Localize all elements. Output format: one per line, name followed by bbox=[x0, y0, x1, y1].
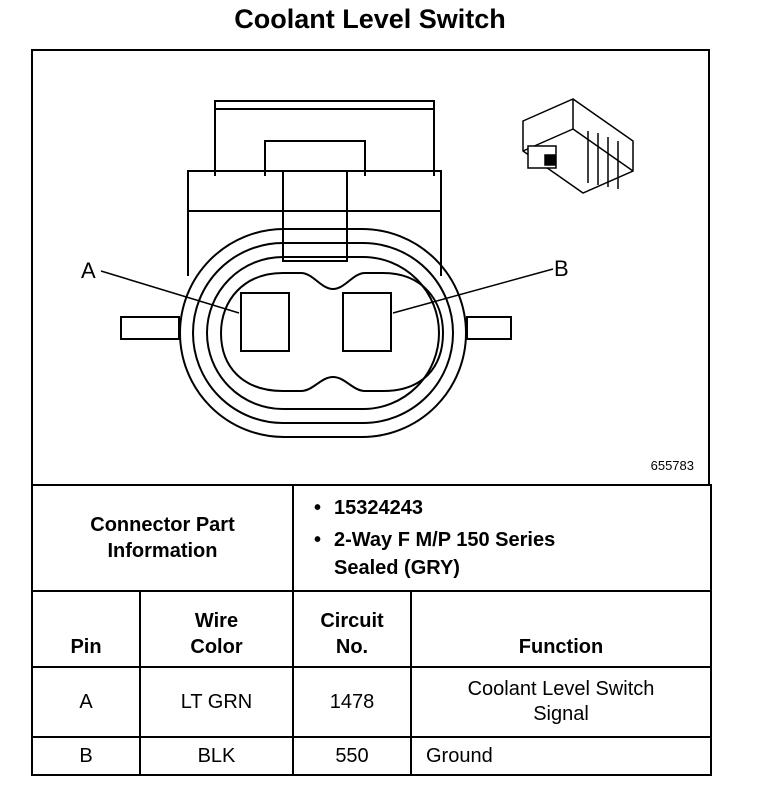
connector-part-values: 15324243 2-Way F M/P 150 Series Sealed (… bbox=[291, 484, 713, 592]
connector-face-drawing bbox=[100, 98, 634, 438]
pin-label-a: A bbox=[81, 258, 96, 283]
row-a-function-line1: Coolant Level Switch bbox=[467, 678, 655, 700]
cavity-outline bbox=[219, 272, 445, 392]
terminal-a bbox=[240, 292, 290, 352]
leader-line-a bbox=[100, 270, 240, 314]
left-tab bbox=[120, 316, 180, 340]
row-b-wire-color: BLK bbox=[139, 736, 294, 776]
header-wire-color-line1: Wire bbox=[194, 610, 239, 632]
connector-info-table: Connector Part Information 15324243 2-Wa… bbox=[31, 484, 713, 776]
seal-ring bbox=[192, 242, 454, 424]
header-wire-color-line2: Color bbox=[190, 636, 243, 658]
latch-housing bbox=[214, 100, 435, 176]
row-b-function: Ground bbox=[409, 736, 713, 776]
inner-ring bbox=[206, 256, 440, 410]
row-a-function-line2: Signal bbox=[533, 703, 589, 725]
part-description-line2: Sealed (GRY) bbox=[334, 557, 460, 579]
terminal-b bbox=[342, 292, 392, 352]
figure-number: 655783 bbox=[650, 458, 694, 473]
connector-part-label-line1: Connector Part bbox=[90, 514, 235, 536]
header-function: Function bbox=[409, 590, 713, 668]
header-pin: Pin bbox=[31, 590, 141, 668]
diagram-title: Coolant Level Switch bbox=[234, 4, 506, 34]
connector-iso-icon bbox=[522, 98, 634, 194]
row-b-circuit: 550 bbox=[292, 736, 412, 776]
connector-part-label-line2: Information bbox=[107, 540, 218, 562]
table-row: A LT GRN 1478 Coolant Level Switch Signa… bbox=[31, 666, 713, 738]
row-b-pin: B bbox=[31, 736, 141, 776]
table-header-row: Pin Wire Color Circuit No. Function bbox=[31, 590, 713, 668]
pin-label-b: B bbox=[554, 256, 569, 281]
table-row: B BLK 550 Ground bbox=[31, 736, 713, 776]
shoulder-band bbox=[187, 170, 442, 276]
header-circuit-line1: Circuit bbox=[320, 610, 384, 632]
part-description-line1: 2-Way F M/P 150 Series bbox=[334, 529, 556, 551]
part-number: 15324243 bbox=[314, 494, 710, 522]
row-a-circuit: 1478 bbox=[292, 666, 412, 738]
connector-drawing-panel: A B 655783 bbox=[31, 49, 710, 486]
center-latch bbox=[282, 171, 348, 262]
right-tab bbox=[466, 316, 512, 340]
connector-part-label: Connector Part Information bbox=[31, 484, 294, 592]
part-description: 2-Way F M/P 150 Series Sealed (GRY) bbox=[314, 526, 710, 582]
row-a-wire-color: LT GRN bbox=[139, 666, 294, 738]
header-circuit: Circuit No. bbox=[292, 590, 412, 668]
row-a-function: Coolant Level Switch Signal bbox=[409, 666, 713, 738]
row-a-pin: A bbox=[31, 666, 141, 738]
connector-part-row: Connector Part Information 15324243 2-Wa… bbox=[31, 484, 713, 592]
latch-inner bbox=[264, 140, 366, 176]
header-wire-color: Wire Color bbox=[139, 590, 294, 668]
header-circuit-line2: No. bbox=[335, 636, 369, 658]
leader-line-b bbox=[392, 268, 554, 314]
